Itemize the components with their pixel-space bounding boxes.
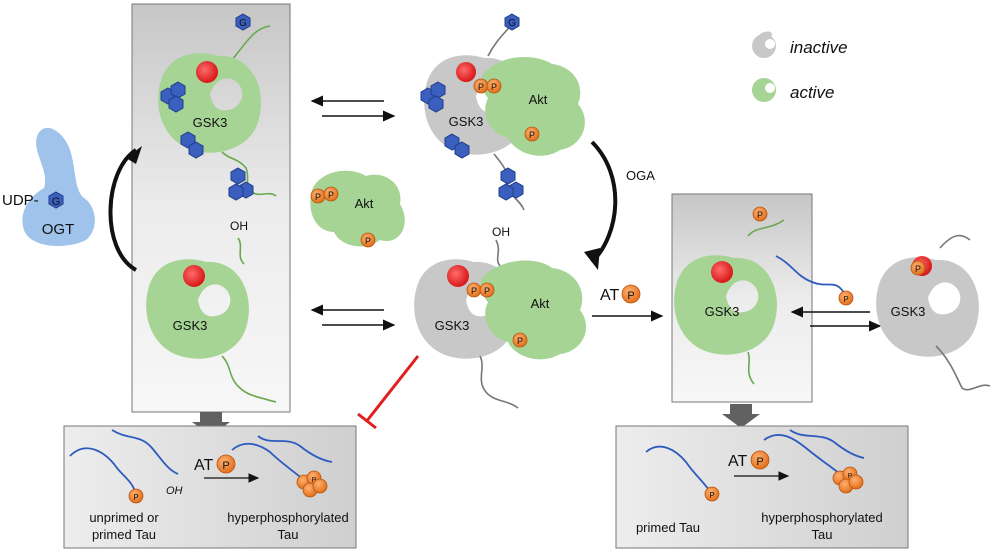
atp-label: AT P: [600, 284, 641, 304]
phospho-p-letter: P: [517, 336, 523, 346]
atp-text: AT: [194, 457, 213, 474]
udp-label: UDP-: [2, 192, 39, 209]
phospho-p-letter: P: [471, 286, 477, 296]
oh-label: OH: [492, 225, 510, 239]
phospho-p-letter: P: [915, 264, 921, 274]
phospho-p-letter: P: [529, 130, 535, 140]
akt-free: Akt P P P: [310, 170, 405, 248]
gsk3-akt-complex: OH Akt GSK3 P P P: [414, 225, 587, 409]
glyco-g-letter: G: [239, 18, 247, 29]
phospho-p-letter: P: [848, 473, 853, 480]
oga-label: OGA: [626, 168, 655, 183]
udp-g-letter: G: [52, 196, 61, 208]
hyperphosphorylated-tau-label-1: hyperphosphorylated: [761, 510, 882, 525]
tau-strand: [69, 447, 137, 495]
ogt-enzyme: OGT UDP- G: [2, 127, 95, 246]
gsk3-label: GSK3: [449, 114, 484, 129]
tau-reaction-left: P OH AT P P unprimed or primed Tau hyper…: [69, 429, 349, 542]
gsk3-active-primed: P GSK3: [674, 206, 785, 385]
akt-label: Akt: [531, 296, 550, 311]
tau-reaction-right: P AT P P primed Tau hyperphosphorylated …: [636, 429, 883, 542]
down-arrow-left: [192, 412, 230, 436]
primed-tau-label: primed Tau: [636, 520, 700, 535]
phospho-p-letter: P: [365, 236, 371, 246]
gsk3-active-glycosylated: G GSK3 OH: [158, 13, 277, 233]
legend: inactive active: [752, 31, 848, 102]
gsk3-label: GSK3: [891, 304, 926, 319]
phospho-p-letter: P: [478, 82, 484, 92]
unprimed-tau-label-1: unprimed or: [89, 510, 159, 525]
down-arrow-right: [722, 404, 760, 428]
glyco-g-letter: G: [508, 18, 516, 29]
phospho-p-letter: P: [484, 286, 490, 296]
legend-active-label: active: [790, 83, 834, 102]
phospho-p-letter: P: [328, 190, 334, 200]
tau-strand: [231, 442, 305, 481]
unprimed-tau-label-2: primed Tau: [92, 527, 156, 542]
gsk3-inactive-right: P GSK3: [876, 234, 991, 391]
atp-text: AT: [728, 453, 747, 470]
gsk3-active: GSK3: [146, 237, 277, 403]
active-site: [183, 265, 205, 287]
ogt-label: OGT: [42, 221, 75, 238]
gsk3-label: GSK3: [193, 115, 228, 130]
gsk3-label: GSK3: [705, 304, 740, 319]
akt-label: Akt: [529, 92, 548, 107]
phospho-p-letter: P: [315, 192, 321, 202]
oh-label: OH: [230, 219, 248, 233]
phospho-p-letter: P: [843, 295, 848, 304]
ogt-body: [22, 127, 95, 246]
tau-strand: [111, 429, 179, 475]
oh-label: OH: [166, 485, 183, 497]
phospho-p-letter: P: [756, 456, 763, 468]
atp-text: AT: [600, 287, 619, 304]
tau-strand: [257, 435, 333, 463]
hyperphosphorylated-tau-label-2: Tau: [812, 527, 833, 542]
gsk3-label: GSK3: [173, 318, 208, 333]
legend-inactive-label: inactive: [790, 38, 848, 57]
ogt-cycle-arrow: [108, 148, 138, 272]
active-site: [196, 61, 218, 83]
akt-label: Akt: [355, 196, 374, 211]
oga-arrow: [590, 140, 618, 264]
hyperphosphorylated-tau-label-1: hyperphosphorylated: [227, 510, 348, 525]
phospho-p-letter: P: [312, 477, 317, 484]
hyperphosphorylated-tau-label-2: Tau: [278, 527, 299, 542]
phospho-p-letter: P: [491, 82, 497, 92]
phospho-p-letter: P: [757, 210, 763, 220]
phospho-p-letter: P: [222, 460, 229, 472]
tau-strand: [645, 445, 713, 495]
tau-strand: [763, 434, 841, 475]
gsk3-akt-complex-glycosylated: G Akt GSK3 P P P: [420, 13, 585, 211]
gsk3-label: GSK3: [435, 318, 470, 333]
phospho-p-letter: P: [627, 290, 634, 302]
tau-strand: [789, 429, 865, 459]
phospho-p-letter: P: [709, 491, 714, 500]
inhibition-line: [364, 355, 420, 423]
phospho-p-letter: P: [133, 493, 138, 502]
